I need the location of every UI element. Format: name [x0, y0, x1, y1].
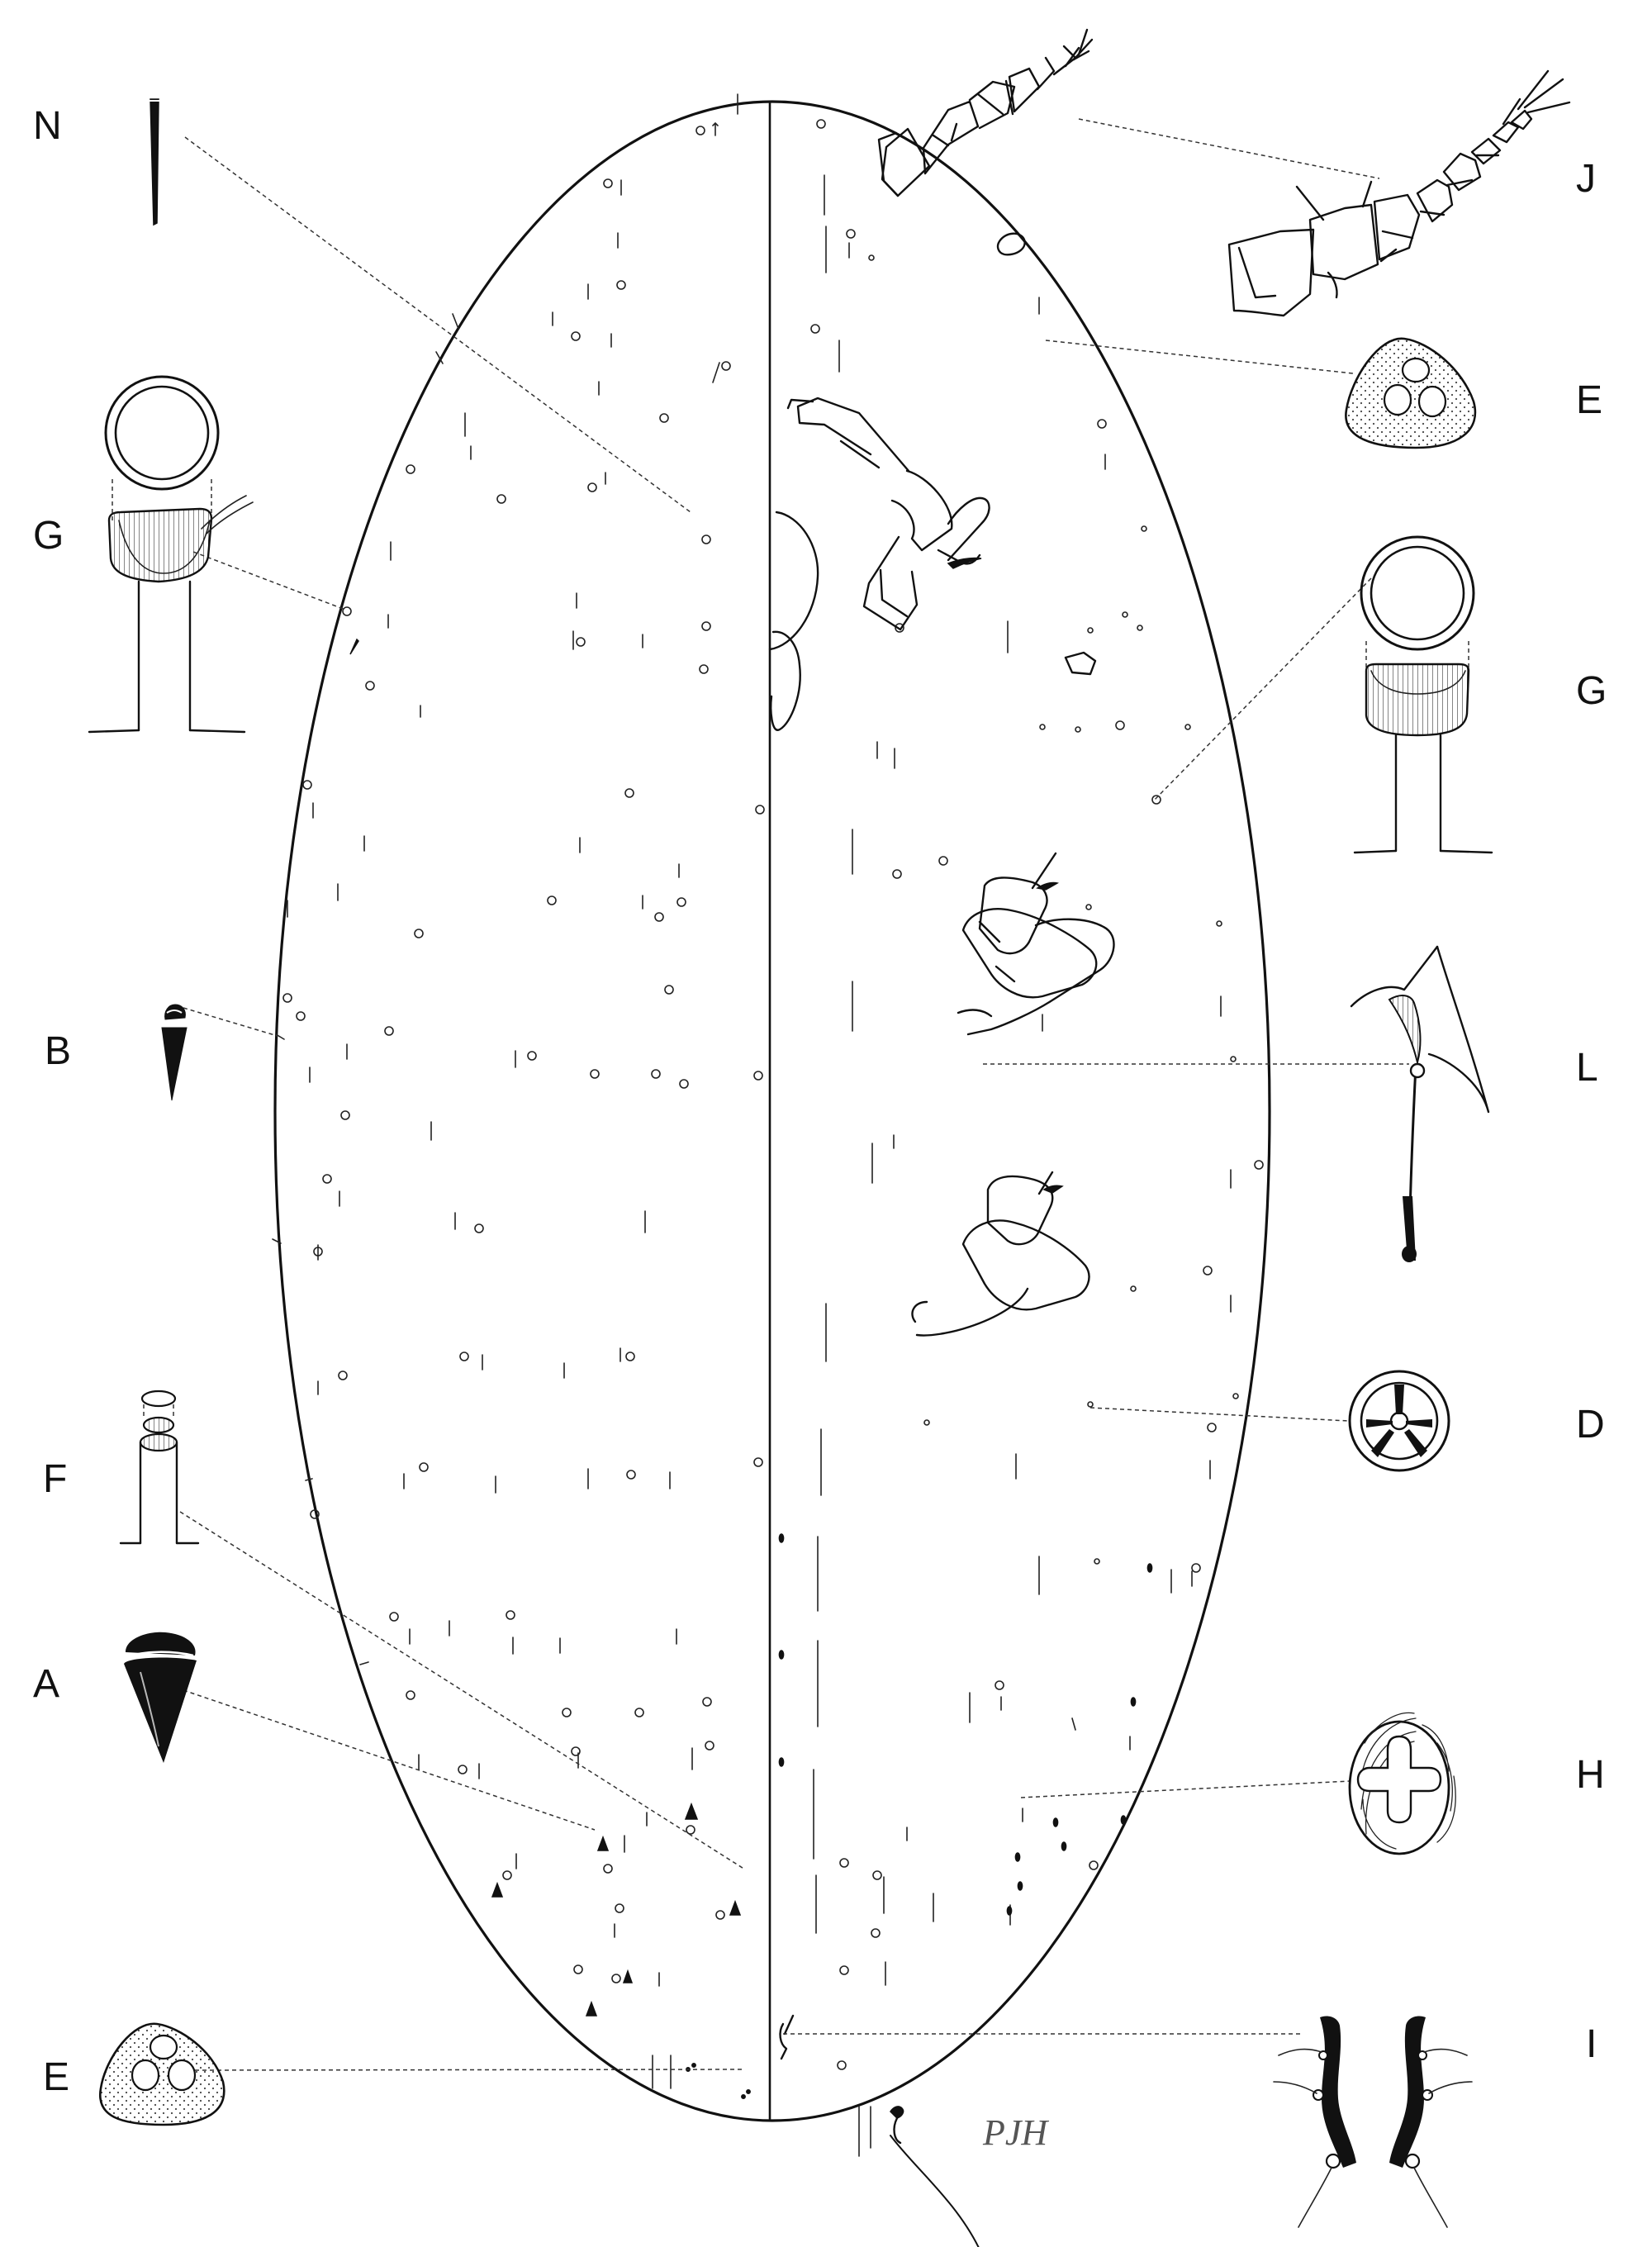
label-i: I: [1586, 2022, 1597, 2066]
inset-f-oral-rim-duct: [119, 1390, 200, 1545]
oral-collar-tubular-duct-icon: [1353, 535, 1493, 854]
inset-i-anal-ring-setae: [1273, 2016, 1473, 2228]
conical-seta-icon: [124, 1632, 197, 1763]
trilocular-pore-icon: [98, 2022, 225, 2126]
inset-a-conical-seta: [124, 1632, 197, 1763]
label-a: A: [33, 1662, 59, 1706]
body-midleg: [957, 852, 1115, 1036]
oral-rim-tubular-duct-icon: [119, 1390, 200, 1545]
leader-lines: [179, 118, 1409, 2071]
body-foreleg-claw: [947, 557, 982, 569]
multilocular-disc-pore-icon: [1348, 1370, 1450, 1472]
oral-collar-tubular-duct-icon: [88, 375, 254, 734]
ventral-multilocular-pores: [868, 254, 1239, 1565]
inset-e-left-pore: [98, 2022, 225, 2126]
body-cerarian-seta-anal: [890, 2106, 904, 2119]
label-h: H: [1576, 1753, 1605, 1797]
ventral-quinquelocular-pores: [778, 1533, 1153, 1916]
inset-g-right-duct: [1353, 535, 1493, 854]
inset-d-disc-pore: [1348, 1370, 1450, 1472]
inset-g-left-duct: [88, 375, 254, 734]
body-anal-lobe: [779, 2014, 980, 2247]
claw-icon: [1350, 945, 1490, 1262]
antenna-icon: [1227, 69, 1571, 317]
dorsal-setae: [287, 121, 871, 2157]
inset-n-dorsal-seta: [148, 98, 161, 226]
body-spiracle-anterior: [996, 232, 1026, 256]
label-f: F: [43, 1457, 67, 1501]
dorsal-pores: [282, 126, 765, 1983]
ventral-long-setae: [813, 174, 1232, 1986]
inset-e-right-pore: [1345, 337, 1477, 449]
label-b: B: [45, 1029, 71, 1073]
label-e-left: E: [43, 2055, 69, 2099]
label-n: N: [33, 104, 62, 148]
ventral-pores: [810, 119, 1264, 2070]
label-j: J: [1576, 157, 1596, 201]
marginal-setae: [272, 93, 738, 1665]
body-midleg-claw: [1036, 881, 1059, 891]
inset-l-claw: [1350, 945, 1490, 1262]
label-d: D: [1576, 1403, 1605, 1447]
body-hindleg: [911, 1171, 1090, 1337]
label-g-right: G: [1576, 669, 1607, 713]
inset-j-antenna: [1227, 69, 1571, 317]
inset-h-quinquelocular-pore: [1348, 1712, 1456, 1855]
body-outline: [273, 100, 1271, 2122]
cerarian-seta-icon: [161, 1004, 188, 1101]
body-antenna: [877, 28, 1094, 197]
label-e-right: E: [1576, 378, 1602, 422]
illustrator-signature: PJH: [982, 2112, 1049, 2153]
trilocular-pore-icon: [1345, 337, 1477, 449]
dorsal-conical-setae: [349, 638, 751, 2099]
anal-ring-setae-icon: [1273, 2016, 1473, 2228]
label-l: L: [1576, 1046, 1598, 1090]
dorsal-seta-icon: [150, 98, 159, 226]
quinquelocular-pore-icon: [1348, 1712, 1456, 1855]
body-hindleg-claw: [1042, 1185, 1064, 1194]
label-g-left: G: [33, 514, 64, 558]
inset-b-cerarian-seta: [161, 1004, 188, 1101]
body-spiracle-posterior: [1064, 651, 1097, 676]
